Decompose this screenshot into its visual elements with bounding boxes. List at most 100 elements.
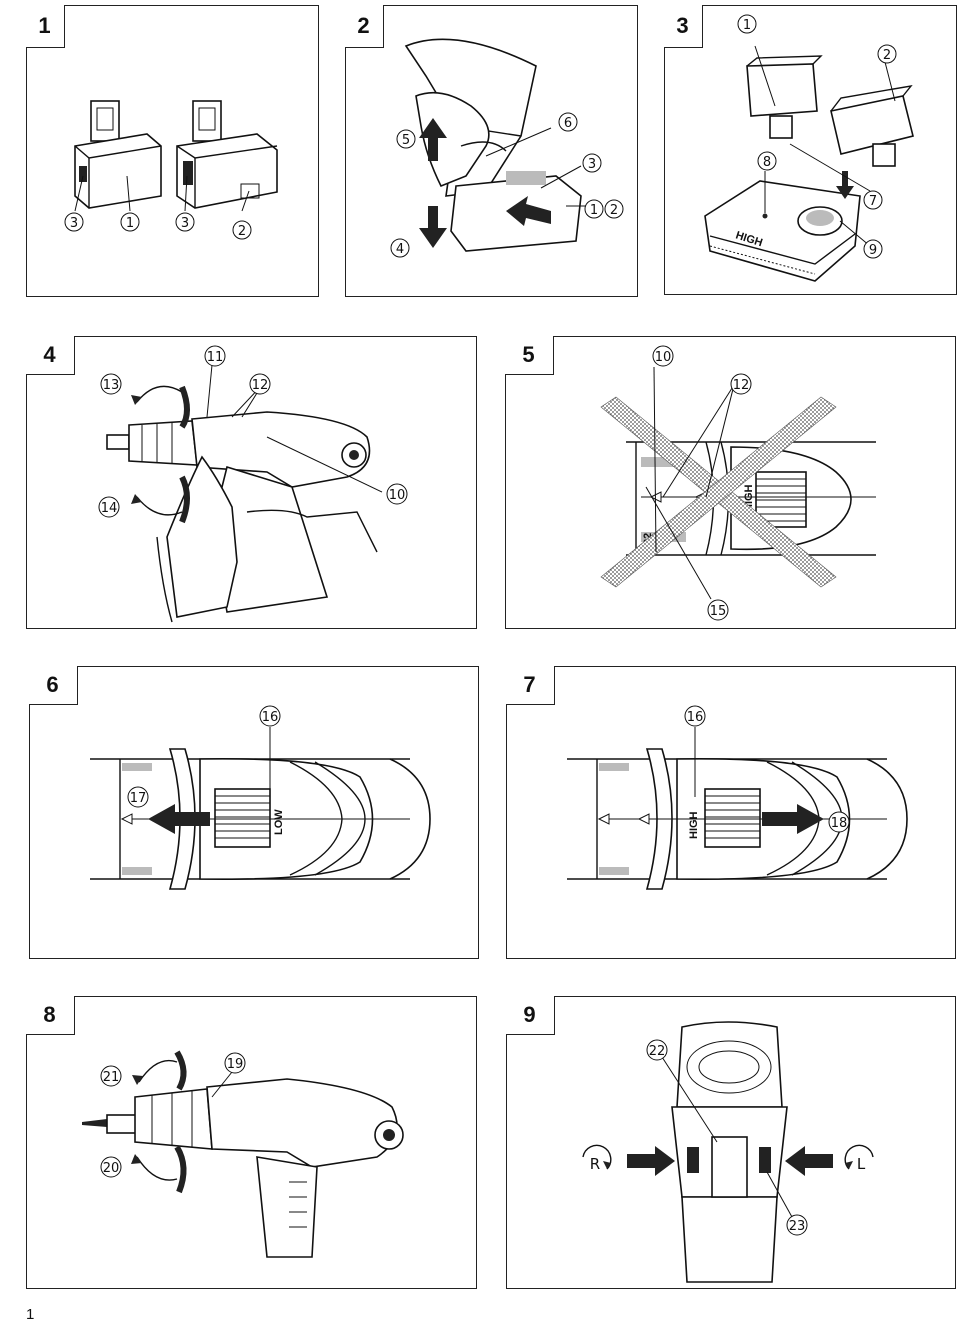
drill-chuck-illustration: 11 13 12 14 10 (98, 345, 408, 623)
callout: 2 (877, 44, 897, 64)
panel-number-tab: 3 (663, 4, 703, 48)
svg-text:6: 6 (564, 116, 572, 131)
panel-number: 4 (43, 341, 56, 367)
svg-text:19: 19 (227, 1057, 244, 1072)
figure-panel-3: 3 HIGH 1 2 8 7 9 (663, 4, 957, 295)
callout: 12 (249, 373, 271, 395)
panel-number: 2 (357, 12, 370, 38)
svg-text:1: 1 (590, 203, 598, 218)
svg-text:L: L (857, 1155, 866, 1173)
callout: 4 (390, 238, 410, 258)
svg-text:18: 18 (831, 816, 848, 831)
switch-label: LOW (273, 809, 285, 835)
svg-text:23: 23 (789, 1219, 806, 1234)
reverse-left-symbol: L (844, 1144, 874, 1173)
figure-panel-9: 9 R L 22 23 (505, 995, 956, 1289)
svg-text:2: 2 (883, 48, 891, 63)
figure-panel-4: 4 11 13 12 14 10 (25, 335, 477, 629)
callout: 18 (828, 811, 850, 833)
svg-text:16: 16 (262, 710, 279, 725)
callout: 9 (863, 239, 883, 259)
panel-number-tab: 9 (505, 995, 555, 1035)
panel-number: 7 (523, 671, 536, 697)
panel-number-tab: 4 (25, 335, 75, 375)
figure-panel-2: 2 6 5 3 1 2 4 (344, 4, 638, 297)
callout: 3 (175, 212, 195, 232)
figure-panel-1: 1 3 1 3 2 (25, 4, 319, 297)
svg-text:21: 21 (103, 1070, 120, 1085)
speed-switch-incorrect-illustration: HIGH 22 10 12 15 (600, 345, 876, 621)
callout: 20 (100, 1156, 122, 1178)
callout: 19 (224, 1052, 246, 1074)
svg-text:9: 9 (869, 243, 877, 258)
reversing-switch-illustration: R L 22 23 (582, 1021, 874, 1283)
battery-2 (176, 100, 278, 209)
callout: 21 (100, 1065, 122, 1087)
callout: 11 (204, 345, 226, 367)
callout: 1 (737, 14, 757, 34)
panel-number-tab: 2 (344, 4, 384, 48)
callout: 22 (646, 1039, 668, 1061)
callout: 12 (730, 373, 752, 395)
callout: 3 (64, 212, 84, 232)
svg-text:R: R (590, 1155, 600, 1173)
callout: 1 (120, 212, 140, 232)
svg-text:2: 2 (238, 224, 246, 239)
callout: 6 (558, 112, 578, 132)
svg-text:15: 15 (710, 604, 727, 619)
svg-text:1: 1 (126, 216, 134, 231)
svg-text:8: 8 (763, 155, 771, 170)
svg-text:17: 17 (130, 791, 147, 806)
svg-text:10: 10 (389, 488, 406, 503)
callout: 23 (786, 1214, 808, 1236)
charger-illustration: HIGH 1 2 8 7 9 (704, 14, 914, 282)
callout: 1 (584, 199, 604, 219)
svg-text:22: 22 (649, 1044, 666, 1059)
figure-panel-6: 6 LOW 16 17 (28, 665, 479, 959)
svg-text:3: 3 (70, 216, 78, 231)
switch-label: HIGH (688, 811, 700, 839)
battery-packs-illustration: 3 1 3 2 (64, 100, 278, 240)
callout: 14 (98, 496, 120, 518)
svg-text:12: 12 (733, 378, 750, 393)
panel-number: 8 (43, 1001, 56, 1027)
svg-text:10: 10 (655, 350, 672, 365)
page-number: 1 (26, 1306, 35, 1323)
svg-text:3: 3 (181, 216, 189, 231)
battery-1 (74, 100, 162, 209)
svg-text:5: 5 (402, 133, 410, 148)
bit-chuck-illustration: 21 19 20 (82, 1050, 404, 1258)
svg-text:2: 2 (610, 203, 618, 218)
callout: 16 (259, 705, 281, 727)
svg-text:1: 1 (743, 18, 751, 33)
callout: 3 (582, 153, 602, 173)
callout: 16 (684, 705, 706, 727)
battery-insertion-illustration: 6 5 3 1 2 4 (390, 38, 624, 258)
panel-number: 6 (46, 671, 59, 697)
panel-number-tab: 5 (504, 335, 554, 375)
panel-number: 1 (38, 12, 51, 38)
svg-text:4: 4 (396, 242, 404, 257)
svg-text:11: 11 (207, 350, 224, 365)
callout: 5 (396, 129, 416, 149)
svg-text:7: 7 (869, 194, 877, 209)
panel-number-tab: 1 (25, 4, 65, 48)
panel-number-tab: 7 (505, 665, 555, 705)
svg-text:14: 14 (101, 501, 118, 516)
speed-switch-low-illustration: LOW 16 17 (90, 705, 431, 890)
callout: 10 (652, 345, 674, 367)
callout: 8 (757, 151, 777, 171)
callout: 2 (604, 199, 624, 219)
panel-number: 9 (523, 1001, 536, 1027)
reverse-right-symbol: R (582, 1144, 612, 1173)
figure-panel-7: 7 HIGH 16 18 (505, 665, 956, 959)
panel-number: 3 (676, 12, 689, 38)
callout: 17 (127, 786, 149, 808)
panel-number-tab: 6 (28, 665, 78, 705)
callout: 13 (100, 373, 122, 395)
speed-switch-high-illustration: HIGH 16 18 (567, 705, 908, 890)
svg-text:3: 3 (588, 157, 596, 172)
svg-text:16: 16 (687, 710, 704, 725)
svg-text:12: 12 (252, 378, 269, 393)
callout: 2 (232, 220, 252, 240)
